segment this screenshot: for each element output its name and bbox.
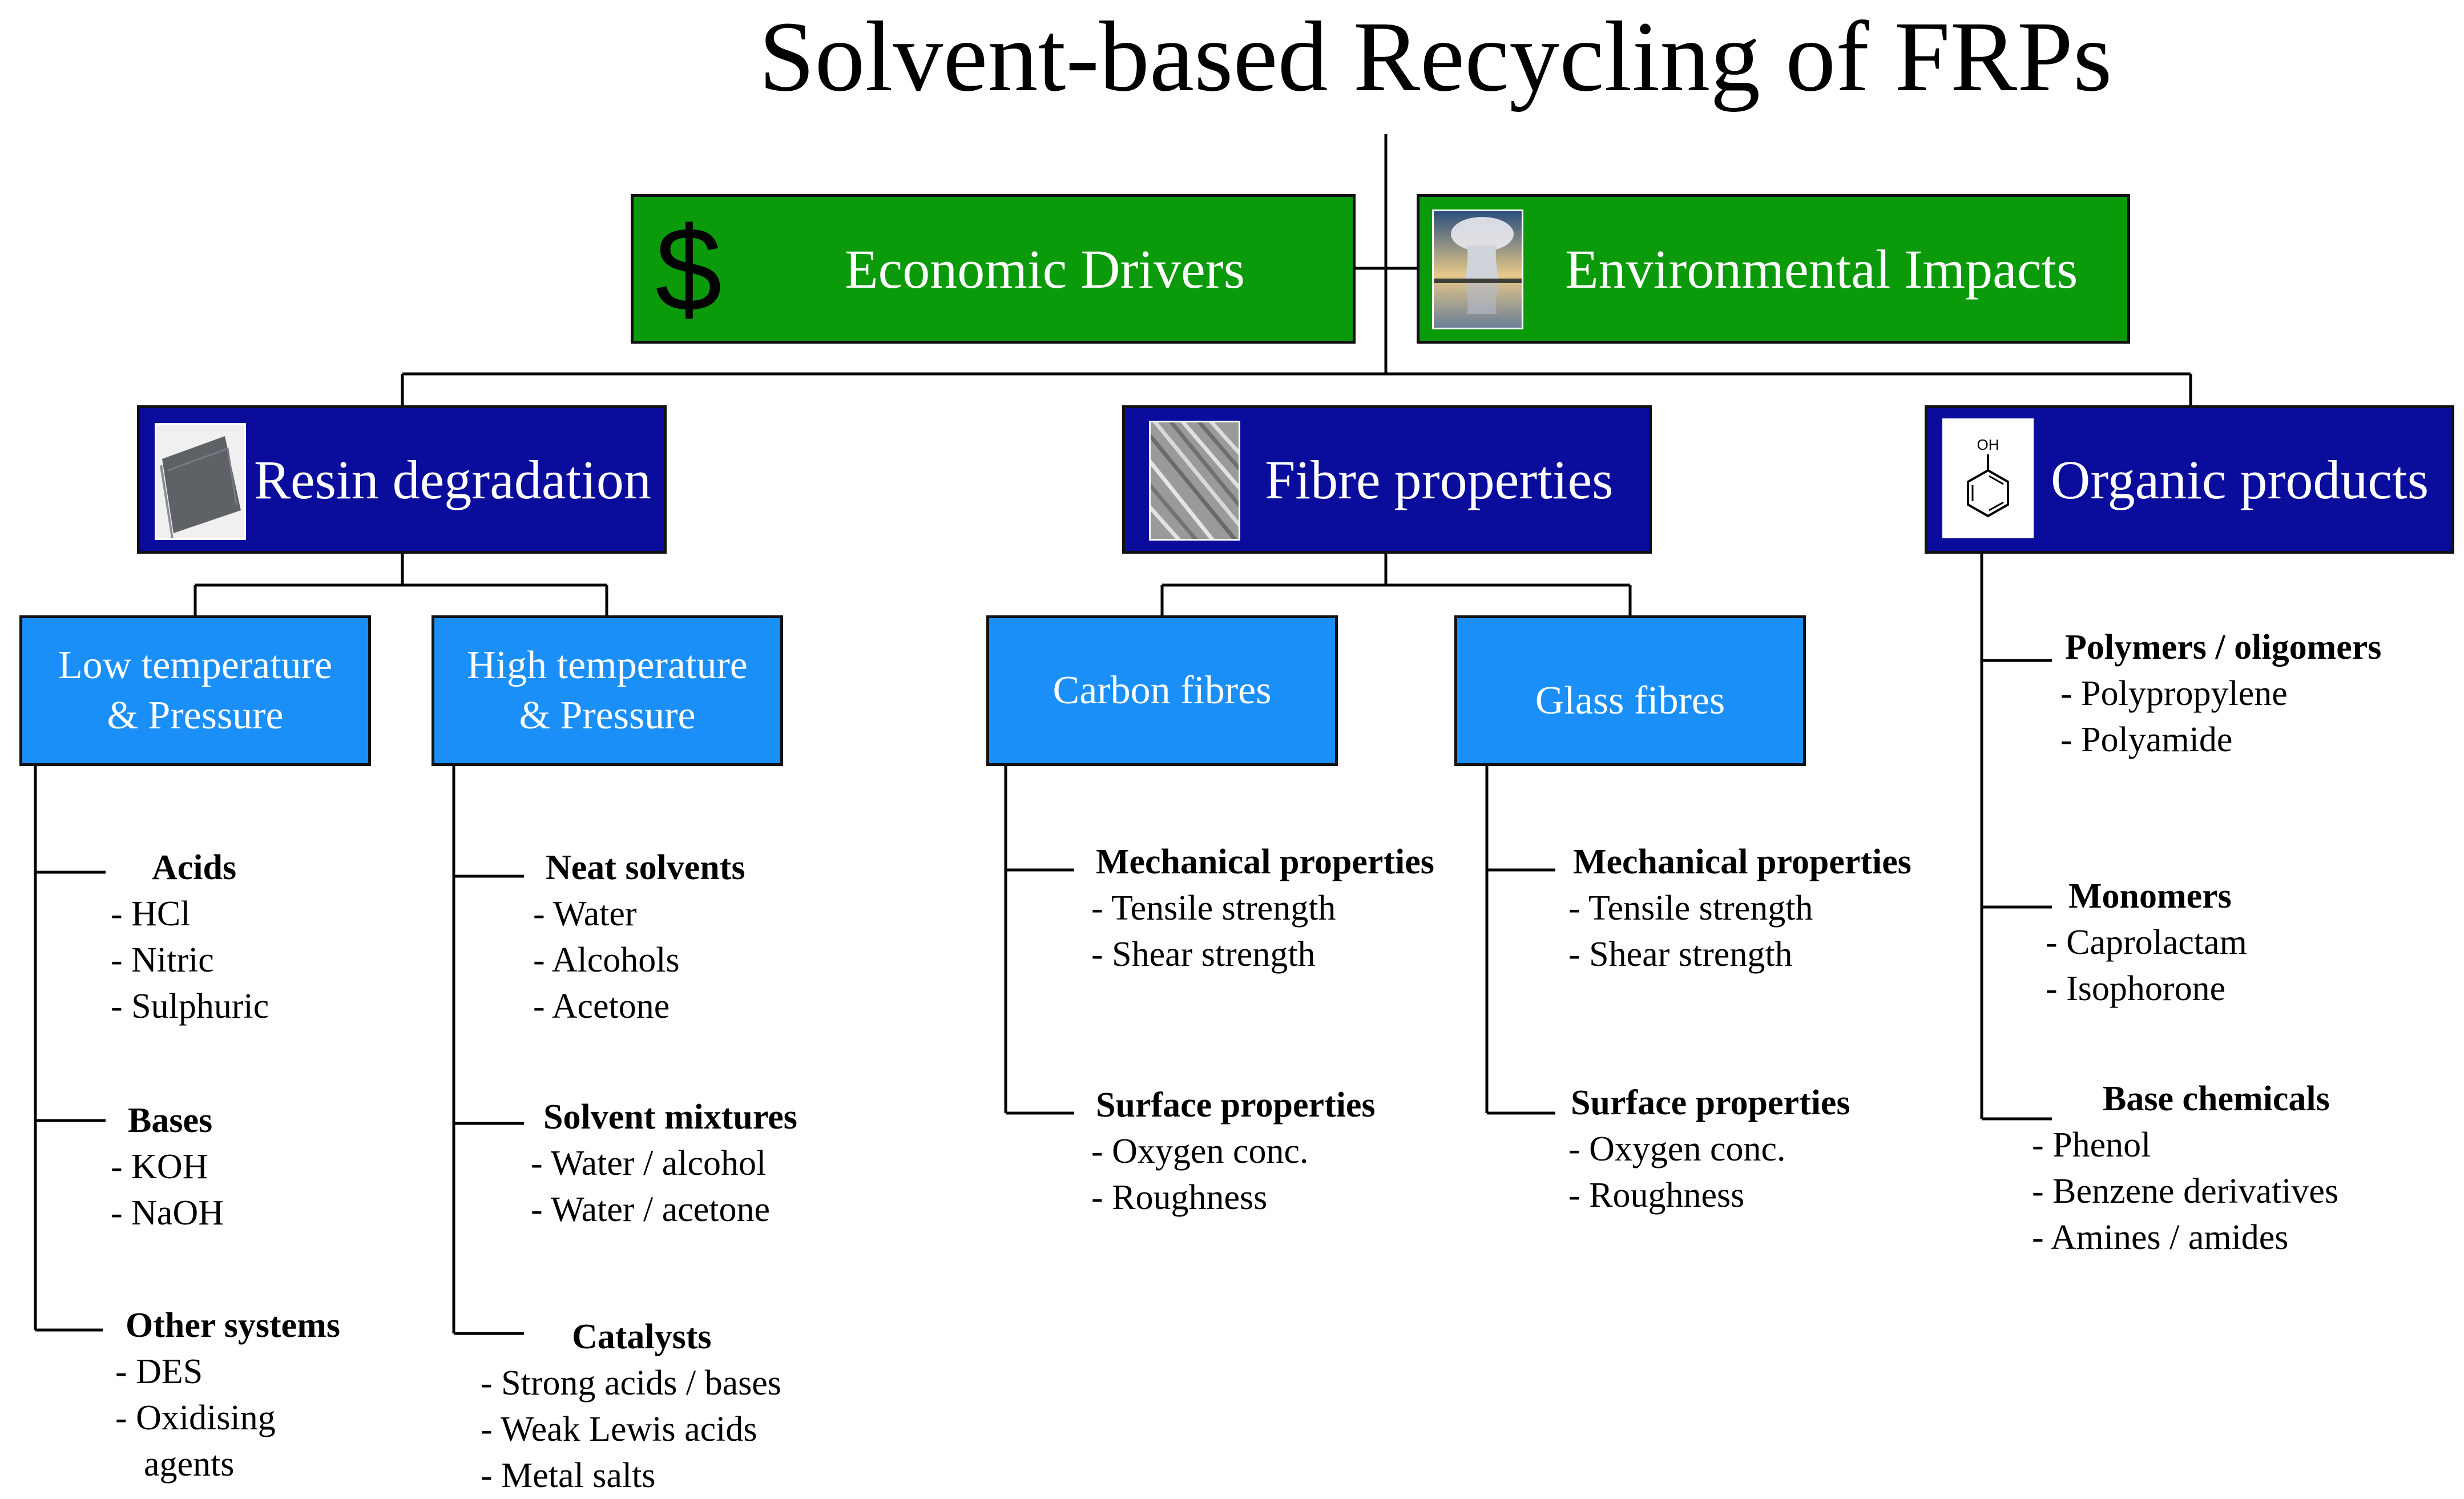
low-group-other: Other systems - DES - Oxidising agents [115, 1303, 340, 1488]
organic-products-label: Organic products [2051, 449, 2429, 510]
organic-group-base-chemicals: Base chemicals - Phenol - Benzene deriva… [2032, 1076, 2338, 1261]
high-temperature-line2: & Pressure [519, 694, 696, 738]
group-heading: Surface properties [1096, 1086, 1376, 1125]
list-item: - DES [115, 1352, 203, 1391]
list-item: - HCl [111, 894, 191, 933]
low-temperature-line2: & Pressure [107, 694, 284, 738]
list-item: - Strong acids / bases [481, 1364, 781, 1403]
low-group-bases: Bases - KOH - NaOH [111, 1098, 224, 1236]
group-heading: Surface properties [1571, 1083, 1850, 1122]
list-item: - Shear strength [1568, 935, 1793, 974]
high-temperature-line1: High temperature [467, 643, 748, 687]
organic-group-monomers: Monomers - Caprolactam - Isophorone [2046, 873, 2247, 1012]
list-item: - Water [533, 894, 637, 933]
carbon-group-mechanical: Mechanical properties - Tensile strength… [1091, 839, 1434, 978]
list-item: - KOH [111, 1147, 208, 1186]
resin-sheet-icon [155, 423, 246, 540]
glass-fibres-box: Glass fibres [1454, 615, 1806, 766]
organic-products-box: OH Organic products [1925, 405, 2454, 554]
list-item: - Caprolactam [2046, 923, 2247, 962]
environmental-impacts-box: Environmental Impacts [1417, 194, 2130, 344]
high-group-catalysts: Catalysts - Strong acids / bases - Weak … [481, 1314, 781, 1499]
list-item: - Oxygen conc. [1568, 1130, 1786, 1168]
glass-group-surface: Surface properties - Oxygen conc. - Roug… [1568, 1080, 1850, 1219]
group-heading: Polymers / oligomers [2065, 628, 2382, 667]
list-item: - Acetone [533, 987, 670, 1026]
fibre-properties-box: Fibre properties [1122, 405, 1652, 554]
resin-degradation-box: Resin degradation [137, 405, 667, 554]
carbon-group-surface: Surface properties - Oxygen conc. - Roug… [1091, 1082, 1376, 1221]
list-item: - Water / alcohol [531, 1144, 767, 1183]
group-heading: Monomers [2068, 877, 2232, 916]
list-item: - Nitric [111, 941, 214, 980]
organic-group-polymers: Polymers / oligomers - Polypropylene - P… [2060, 624, 2381, 763]
list-item: agents [144, 1445, 235, 1484]
list-item: - Polyamide [2060, 720, 2233, 759]
fibre-split [1160, 553, 1632, 615]
resin-degradation-label: Resin degradation [254, 449, 651, 510]
fibre-properties-label: Fibre properties [1265, 449, 1614, 510]
list-item: - Sulphuric [111, 987, 269, 1026]
resin-split [193, 553, 608, 615]
low-tree [34, 765, 106, 1332]
high-group-neat: Neat solvents - Water - Alcohols - Aceto… [533, 845, 745, 1030]
glass-tree [1485, 765, 1555, 1115]
list-item: - Alcohols [533, 941, 680, 980]
fibre-texture-icon [1149, 421, 1240, 541]
high-group-mixtures: Solvent mixtures - Water / alcohol - Wat… [531, 1094, 797, 1233]
list-item: - Tensile strength [1568, 889, 1813, 928]
power-plant-icon [1432, 209, 1523, 329]
group-heading: Acids [152, 848, 237, 887]
carbon-tree [1004, 765, 1074, 1115]
phenol-structure-icon: OH [1942, 418, 2034, 538]
environmental-impacts-label: Environmental Impacts [1565, 238, 2078, 300]
group-heading: Other systems [126, 1306, 340, 1345]
list-item: - Roughness [1091, 1178, 1268, 1217]
list-item: - Amines / amides [2032, 1218, 2289, 1257]
high-temperature-box: High temperature & Pressure [431, 615, 783, 766]
group-heading: Mechanical properties [1096, 843, 1434, 881]
phenol-oh-label: OH [1977, 436, 1999, 453]
list-item: - Oxygen conc. [1091, 1132, 1309, 1171]
economic-drivers-label: Economic Drivers [845, 238, 1245, 300]
high-tree [452, 765, 524, 1335]
list-item: - Isophorone [2046, 969, 2226, 1008]
page-title: Solvent-based Recycling of FRPs [759, 1, 2112, 112]
low-temperature-box: Low temperature & Pressure [19, 615, 371, 766]
list-item: - Roughness [1568, 1176, 1745, 1215]
list-item: - Oxidising [115, 1399, 276, 1437]
list-item: - Weak Lewis acids [481, 1410, 757, 1449]
list-item: - NaOH [111, 1194, 224, 1232]
low-temperature-line1: Low temperature [58, 643, 333, 687]
group-heading: Base chemicals [2103, 1079, 2330, 1118]
glass-group-mechanical: Mechanical properties - Tensile strength… [1568, 839, 1911, 978]
list-item: - Polypropylene [2060, 674, 2288, 713]
carbon-fibres-label: Carbon fibres [1052, 668, 1272, 712]
category-bar [401, 372, 2192, 405]
low-group-acids: Acids - HCl - Nitric - Sulphuric [111, 845, 269, 1030]
group-heading: Mechanical properties [1573, 843, 1911, 881]
dollar-icon: $ [655, 202, 722, 336]
list-item: - Phenol [2032, 1126, 2151, 1164]
glass-fibres-label: Glass fibres [1535, 679, 1725, 723]
list-item: - Benzene derivatives [2032, 1172, 2339, 1211]
economic-drivers-box: $ Economic Drivers [631, 194, 1356, 344]
list-item: - Water / acetone [531, 1190, 771, 1229]
group-heading: Bases [128, 1101, 213, 1140]
carbon-fibres-box: Carbon fibres [986, 615, 1338, 766]
list-item: - Tensile strength [1091, 889, 1336, 928]
list-item: - Metal salts [481, 1456, 656, 1495]
group-heading: Neat solvents [546, 848, 745, 887]
list-item: - Shear strength [1091, 935, 1316, 974]
group-heading: Catalysts [572, 1317, 712, 1356]
organic-tree [1980, 553, 2052, 1121]
group-heading: Solvent mixtures [543, 1098, 797, 1137]
